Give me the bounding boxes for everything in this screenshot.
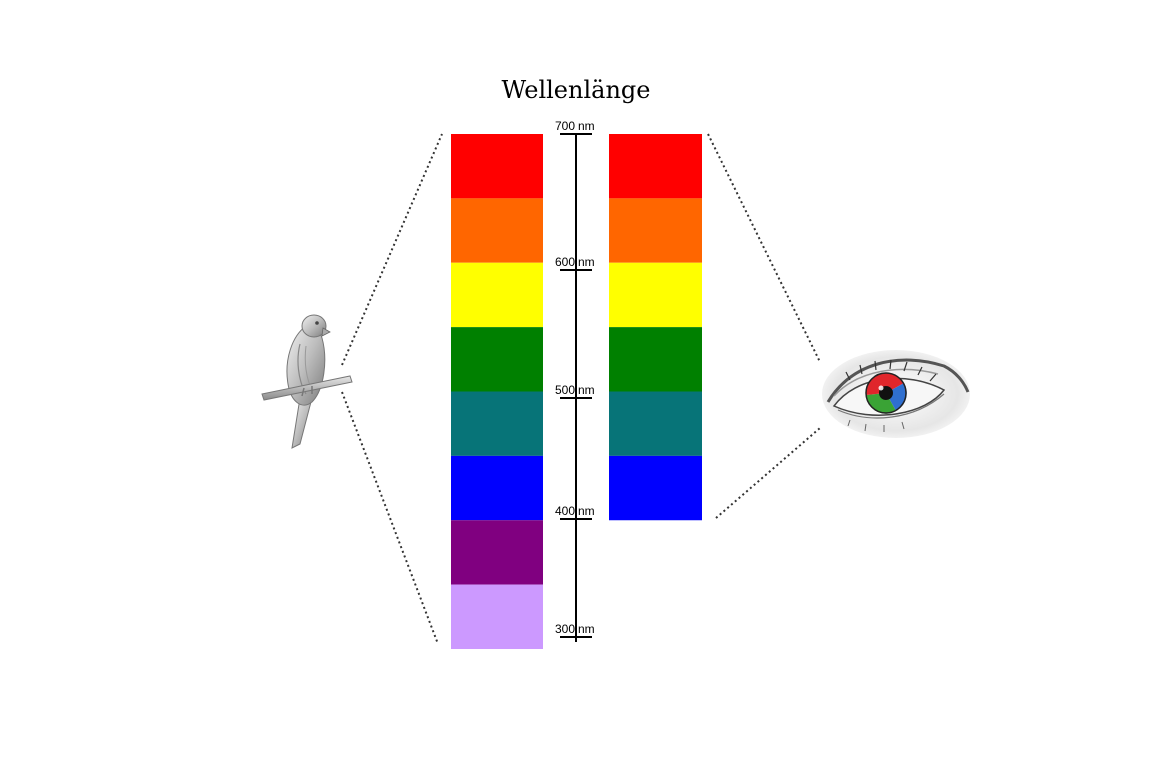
tick-unit-600: nm bbox=[578, 255, 595, 269]
tick-unit-300: nm bbox=[578, 622, 595, 636]
bird-band-red bbox=[451, 134, 543, 199]
tick-label-500: 500 bbox=[555, 383, 575, 397]
diagram-title: Wellenlänge bbox=[502, 76, 651, 104]
human-band-green bbox=[609, 327, 702, 392]
bird-band-green bbox=[451, 327, 543, 392]
human-connector-top bbox=[707, 133, 821, 363]
tick-label-700: 700 bbox=[555, 119, 575, 133]
tick-unit-700: nm bbox=[578, 119, 595, 133]
human-band-blue bbox=[609, 455, 702, 521]
bird-band-blue bbox=[451, 455, 543, 521]
bird-band-teal bbox=[451, 391, 543, 456]
human-band-teal bbox=[609, 391, 702, 456]
bird-band-yellow bbox=[451, 262, 543, 328]
human-band-orange bbox=[609, 198, 702, 263]
bird-band-ultraviolet bbox=[451, 584, 543, 649]
connector-lines bbox=[341, 133, 821, 645]
bird-connector-bottom bbox=[341, 391, 439, 645]
eye-icon bbox=[822, 350, 970, 438]
human-spectrum-bar bbox=[609, 134, 702, 521]
human-band-red bbox=[609, 134, 702, 199]
bird-band-violet bbox=[451, 520, 543, 585]
tick-unit-400: nm bbox=[578, 504, 595, 518]
tick-label-300: 300 bbox=[555, 622, 575, 636]
parrot-icon bbox=[261, 314, 353, 449]
bird-spectrum-bar bbox=[451, 134, 543, 649]
tick-label-400: 400 bbox=[555, 504, 575, 518]
human-band-yellow bbox=[609, 262, 702, 328]
human-connector-bottom bbox=[715, 427, 821, 519]
bird-connector-top bbox=[341, 133, 443, 366]
bird-band-orange bbox=[451, 198, 543, 263]
tick-unit-500: nm bbox=[578, 383, 595, 397]
tick-label-600: 600 bbox=[555, 255, 575, 269]
